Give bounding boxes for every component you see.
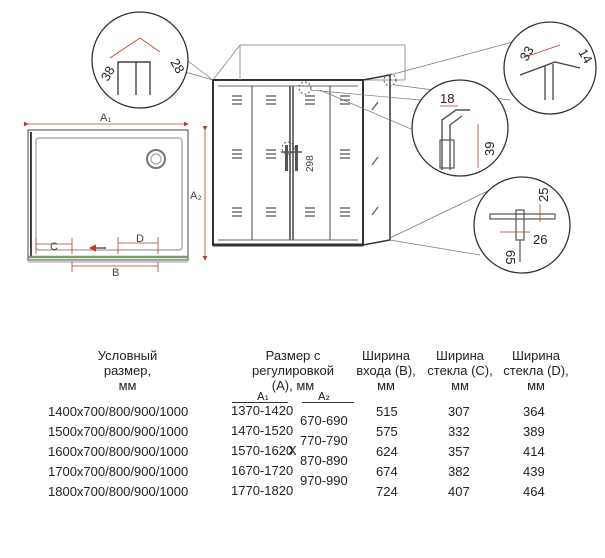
a2-value: 970-990 bbox=[300, 473, 348, 488]
label-a2: A₂ bbox=[190, 190, 202, 202]
row-size: 1600x700/800/900/1000 bbox=[48, 444, 189, 459]
label-28: 28 bbox=[167, 56, 187, 76]
label-d: D bbox=[136, 233, 144, 245]
header-size: Условный размер, мм bbox=[97, 348, 158, 393]
callout-top-profile: 33 14 bbox=[503, 21, 597, 115]
row-glass-c: 307 bbox=[448, 404, 470, 419]
row-glass-d: 389 bbox=[523, 424, 545, 439]
drain-icon bbox=[146, 149, 166, 169]
row-glass-d: 439 bbox=[523, 464, 545, 479]
technical-drawing: A₁ A₂ C D B bbox=[24, 11, 597, 279]
label-65: 65 bbox=[503, 250, 518, 264]
header-glass-d: Ширина стекла (D), мм bbox=[503, 348, 569, 393]
callout-rail-profile: 18 39 bbox=[411, 79, 509, 177]
enclosure-front-view: 298 bbox=[211, 44, 406, 247]
row-glass-c: 332 bbox=[448, 424, 470, 439]
label-b: B bbox=[112, 267, 119, 279]
row-entry: 724 bbox=[376, 484, 398, 499]
label-c: C bbox=[50, 241, 58, 253]
x-mark: X bbox=[288, 443, 297, 458]
label-38: 38 bbox=[98, 63, 118, 83]
row-glass-d: 464 bbox=[523, 484, 545, 499]
header-glass-c: Ширина стекла (C), мм bbox=[427, 348, 493, 393]
row-size: 1800x700/800/900/1000 bbox=[48, 484, 189, 499]
tray-plan-view: A₁ A₂ C D B bbox=[24, 112, 208, 279]
row-a1: 1770-1820 bbox=[231, 483, 294, 498]
label-14: 14 bbox=[575, 46, 595, 66]
label-25: 25 bbox=[536, 188, 551, 202]
row-entry: 575 bbox=[376, 424, 398, 439]
row-a1: 1470-1520 bbox=[231, 423, 294, 438]
a2-value: 770-790 bbox=[300, 433, 348, 448]
sub-a1: A₁ bbox=[257, 390, 269, 403]
row-a1: 1370-1420 bbox=[231, 403, 294, 418]
a2-value: 670-690 bbox=[300, 413, 348, 428]
header-entry: Ширина входа (B), мм bbox=[356, 348, 416, 393]
sub-a1-rule bbox=[232, 402, 288, 403]
row-glass-d: 364 bbox=[523, 404, 545, 419]
label-18: 18 bbox=[440, 91, 454, 106]
row-size: 1400x700/800/900/1000 bbox=[48, 404, 189, 419]
sub-a2-rule bbox=[302, 402, 354, 403]
label-26: 26 bbox=[533, 232, 547, 247]
label-39: 39 bbox=[482, 142, 497, 156]
row-entry: 624 bbox=[376, 444, 398, 459]
callout-corner-profile: 38 28 bbox=[91, 11, 189, 109]
a2-value: 870-890 bbox=[300, 453, 348, 468]
label-298: 298 bbox=[305, 155, 316, 172]
row-glass-c: 357 bbox=[448, 444, 470, 459]
row-entry: 515 bbox=[376, 404, 398, 419]
sub-a2: A₂ bbox=[318, 390, 330, 403]
row-entry: 674 bbox=[376, 464, 398, 479]
row-glass-c: 407 bbox=[448, 484, 470, 499]
row-size: 1700x700/800/900/1000 bbox=[48, 464, 189, 479]
row-glass-d: 414 bbox=[523, 444, 545, 459]
row-a1: 1570-1620 bbox=[231, 443, 294, 458]
header-adjust: Размер с регулировкой (А), мм bbox=[252, 348, 334, 393]
label-a1: A₁ bbox=[100, 112, 111, 124]
callout-bottom-profile: 25 26 65 bbox=[473, 176, 571, 274]
row-size: 1500x700/800/900/1000 bbox=[48, 424, 189, 439]
door-handle-icon bbox=[285, 145, 288, 171]
row-glass-c: 382 bbox=[448, 464, 470, 479]
label-33: 33 bbox=[517, 43, 537, 63]
row-a1: 1670-1720 bbox=[231, 463, 294, 478]
